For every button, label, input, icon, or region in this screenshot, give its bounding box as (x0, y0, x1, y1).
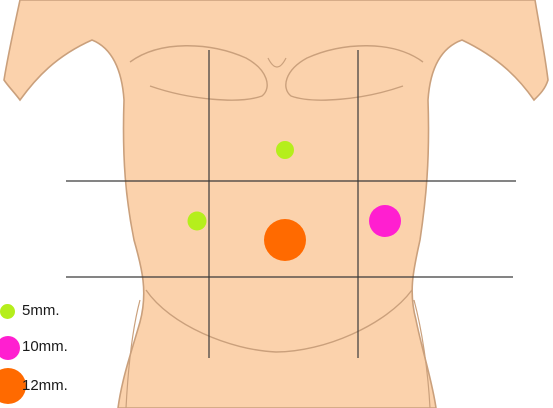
legend-item-12mm: 12mm. (0, 368, 160, 398)
legend-dot-10mm (0, 336, 20, 360)
legend-item-5mm: 5mm. (0, 300, 160, 330)
port-size-legend: 5mm. 10mm. 12mm. (0, 300, 160, 408)
legend-label-5mm: 5mm. (22, 302, 60, 319)
port-marker-5mm-epigastric (276, 141, 294, 159)
legend-dot-5mm (0, 304, 15, 319)
legend-item-10mm: 10mm. (0, 334, 160, 364)
legend-label-10mm: 10mm. (22, 338, 68, 355)
port-marker-10mm-right-lumbar (369, 205, 401, 237)
legend-label-12mm: 12mm. (22, 377, 68, 394)
port-marker-12mm-umbilical (264, 219, 306, 261)
port-marker-5mm-left-lumbar (188, 212, 207, 231)
